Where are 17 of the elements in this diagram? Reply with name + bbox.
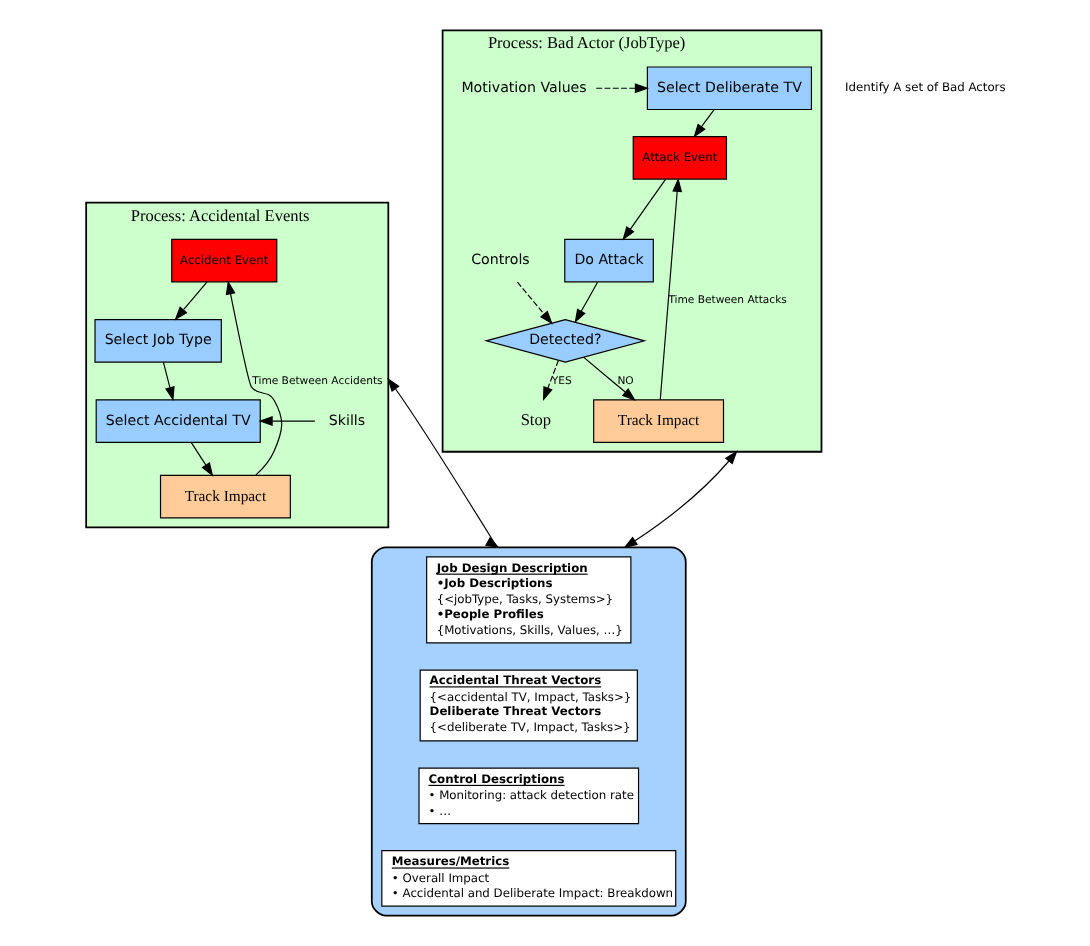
arrow [693,109,715,138]
cluster [370,546,687,917]
arrow [162,361,175,401]
node-text: Stop [520,411,551,430]
arrow [659,177,683,401]
arrow [174,281,208,321]
arrow [225,280,283,476]
arrow [516,281,553,325]
arrow [190,442,214,477]
arrow [574,281,599,324]
arrow [622,178,667,241]
arrow [623,450,738,549]
arrow [583,356,636,401]
arrow [258,416,316,427]
arrow [543,359,559,402]
arrow [595,83,649,94]
arrow [387,377,500,549]
